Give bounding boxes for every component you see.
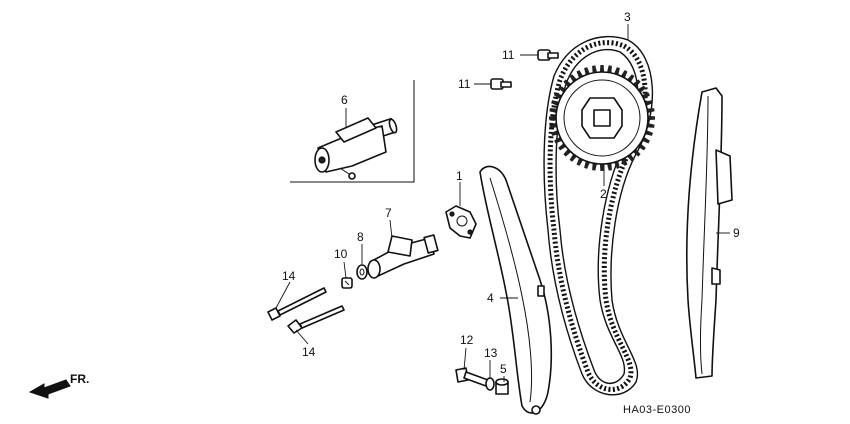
part-11-bolt-upper[interactable] (537, 49, 559, 61)
callout-3: 3 (624, 10, 631, 24)
callout-14-lower: 14 (302, 345, 316, 359)
front-arrow-icon (28, 379, 71, 399)
part-13-washer[interactable] (485, 377, 495, 391)
callout-14-upper: 14 (282, 269, 296, 283)
diagram-code: HA03-E0300 (623, 404, 691, 416)
part-12-bolt[interactable] (455, 367, 489, 387)
sprocket-tooth (599, 162, 605, 171)
callout-6: 6 (341, 93, 348, 107)
part-5-collar[interactable] (495, 378, 509, 395)
front-indicator: FR. (28, 372, 89, 399)
sprocket-tooth (599, 65, 605, 74)
part-6-tensioner-lifter[interactable] (314, 117, 398, 180)
part-6-frame (290, 80, 415, 183)
callout-5: 5 (500, 362, 507, 376)
callout-11-upper: 11 (502, 48, 515, 62)
part-7-tensioner[interactable] (367, 234, 439, 279)
callout-7: 7 (385, 206, 392, 220)
part-14-bolt-upper[interactable] (267, 287, 327, 321)
callout-9: 9 (733, 226, 740, 240)
sprocket-tooth (646, 115, 655, 121)
callout-11-lower: 11 (458, 77, 471, 91)
callout-8: 8 (357, 230, 364, 244)
part-2-cam-sprocket[interactable] (549, 65, 655, 171)
callout-10: 10 (334, 247, 348, 261)
leader-lines (275, 24, 730, 382)
callout-13: 13 (484, 346, 498, 360)
part-9-chain-guide[interactable] (685, 87, 733, 379)
front-label: FR. (70, 372, 89, 386)
callout-4: 4 (487, 291, 494, 305)
part-14-bolt-lower[interactable] (287, 305, 345, 334)
part-4-tensioner-slipper[interactable] (479, 165, 553, 415)
part-11-bolt-lower[interactable] (490, 78, 512, 90)
callout-1: 1 (456, 169, 463, 183)
sprocket-tooth (549, 115, 558, 121)
part-8-washer[interactable] (356, 264, 368, 280)
callout-2: 2 (600, 187, 607, 201)
part-1-gasket[interactable] (445, 205, 477, 239)
part-10-bolt[interactable] (341, 277, 353, 289)
callout-12: 12 (460, 333, 474, 347)
